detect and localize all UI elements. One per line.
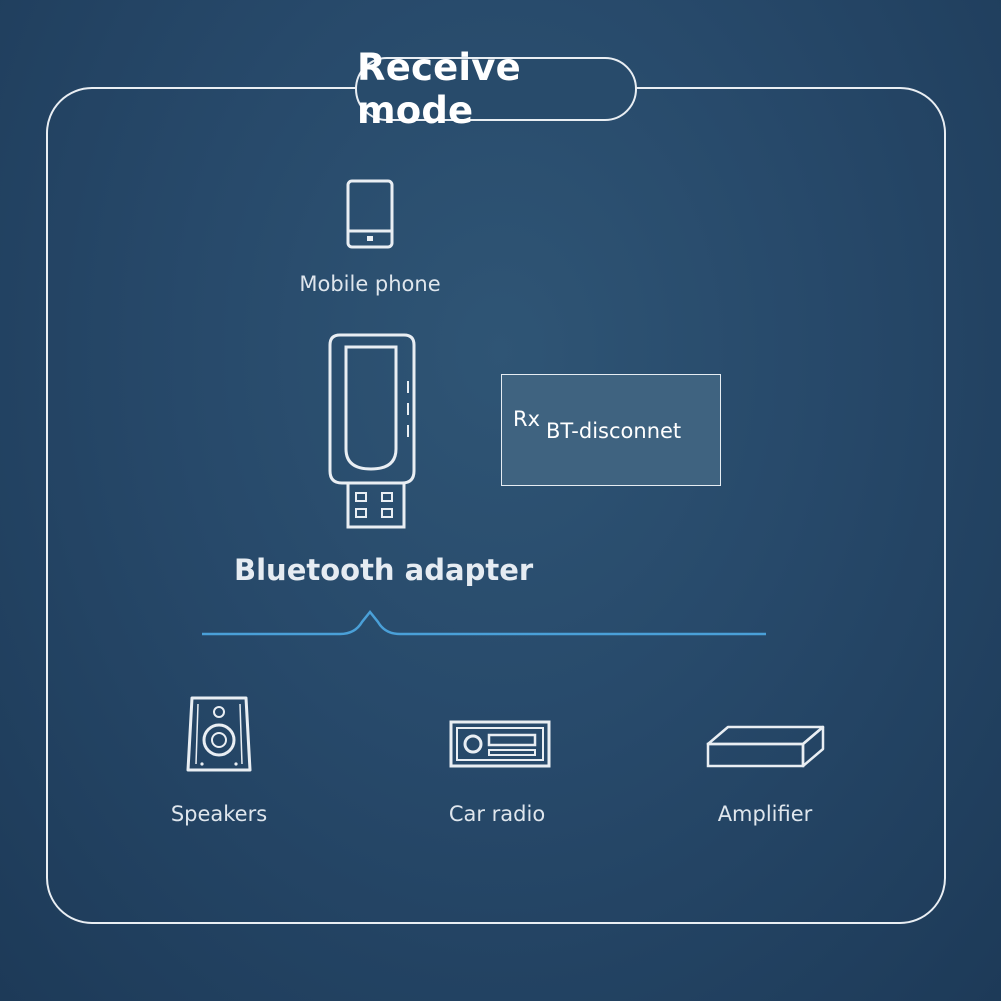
car-radio-label: Car radio — [448, 802, 546, 826]
car-radio-icon — [449, 720, 551, 772]
speaker-icon — [186, 694, 252, 778]
diagram-title: Receive mode — [355, 46, 637, 132]
mobile-phone-icon — [346, 179, 394, 253]
bluetooth-adapter-label: Bluetooth adapter — [234, 553, 534, 587]
bluetooth-adapter-icon — [322, 331, 422, 535]
status-display: Rx BT-disconnet — [501, 374, 721, 486]
status-prefix: Rx — [513, 407, 541, 431]
amplifier-icon — [706, 724, 826, 774]
status-text: BT-disconnet — [546, 419, 682, 443]
output-bracket-line — [200, 606, 770, 650]
amplifier-label: Amplifier — [717, 802, 813, 826]
mobile-phone-label: Mobile phone — [299, 272, 441, 296]
diagram-frame — [46, 87, 946, 924]
speakers-label: Speakers — [170, 802, 268, 826]
